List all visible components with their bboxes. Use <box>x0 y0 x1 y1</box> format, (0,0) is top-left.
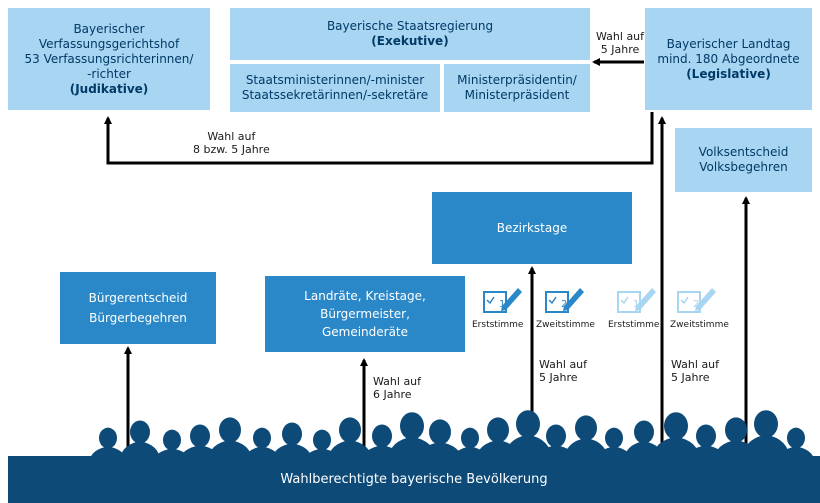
ballot-label: Erststimme <box>472 320 524 330</box>
ballot-number: 1 <box>633 299 639 310</box>
landtag-box: Bayerischer Landtag mind. 180 Abgeordnet… <box>645 8 812 110</box>
landtag-line1: Bayerischer Landtag <box>666 36 791 51</box>
kommunal-line1: Landräte, Kreistage, <box>304 289 426 303</box>
ballot-label: Erststimme <box>608 320 660 330</box>
label-wahl-5-bezirk-line1: Wahl auf <box>539 358 588 371</box>
ballot-label: Zweitstimme <box>536 320 595 330</box>
kommunal-line3: Gemeinderäte <box>321 325 409 339</box>
ministerpraesident-line2: Ministerpräsident <box>464 88 570 102</box>
verfassungsgericht-line1: Bayerischer <box>73 21 145 36</box>
kommunal-box: Landräte, Kreistage, Bürgermeister, Geme… <box>265 276 465 352</box>
label-wahl-6: Wahl auf 6 Jahre <box>373 375 421 401</box>
ballot-number: 1 <box>499 299 505 310</box>
verfassungsgericht-line3: 53 Verfassungsrichterinnen/ <box>24 51 194 66</box>
population-label: Wahlberechtigte bayerische Bevölkerung <box>280 472 548 487</box>
ministerpraesident-line1: Ministerpräsidentin/ <box>457 73 577 87</box>
volksentscheid-box: Volksentscheid Volksbegehren <box>675 128 812 192</box>
bezirkstage-box: Bezirkstage <box>432 192 632 264</box>
ballot-icon-3: 1 Erststimme <box>606 282 664 332</box>
label-wahl-5-landtag-line2: 5 Jahre <box>671 371 710 384</box>
ballot-pen-icon: 2 <box>545 288 584 313</box>
volksentscheid-line2: Volksbegehren <box>699 160 788 174</box>
staatsminister-line2: Staatssekretärinnen/-sekretäre <box>241 88 429 102</box>
verfassungsgericht-line2: Verfassungsgerichtshof <box>38 36 180 51</box>
staatsminister-line1: Staatsministerinnen/-minister <box>245 73 425 87</box>
label-wahl-8-5-line1: Wahl auf <box>207 130 256 143</box>
ministerpraesident-box: Ministerpräsidentin/ Ministerpräsident <box>444 64 590 112</box>
bezirkstage-line1: Bezirkstage <box>496 220 568 235</box>
label-wahl-8-5: Wahl auf 8 bzw. 5 Jahre <box>193 130 270 156</box>
arrow-landtag-to-verfassungsgericht <box>104 112 654 165</box>
label-wahl-5-landtag-line1: Wahl auf <box>671 358 720 371</box>
staatsminister-box: Staatsministerinnen/-minister Staatssekr… <box>230 64 440 112</box>
buergerentscheid-line1: Bürgerentscheid <box>88 291 188 305</box>
staatsregierung-line1: Bayerische Staatsregierung <box>326 19 494 33</box>
buergerentscheid-box: Bürgerentscheid Bürgerbegehren <box>60 272 216 344</box>
label-wahl-5-top-line2: 5 Jahre <box>600 43 640 56</box>
label-wahl-5-bezirk-line2: 5 Jahre <box>539 371 578 384</box>
label-wahl-5-top-line1: Wahl auf <box>596 30 645 43</box>
ballot-pen-icon: 2 <box>677 288 716 313</box>
label-wahl-5-top: Wahl auf 5 Jahre <box>596 30 644 56</box>
ballot-pen-icon: 1 <box>483 288 522 313</box>
landtag-line2: mind. 180 Abgeordnete <box>657 51 800 66</box>
label-wahl-8-5-line2: 8 bzw. 5 Jahre <box>193 143 270 156</box>
ballot-icon-4: 2 Zweitstimme <box>668 282 730 332</box>
ballot-number: 2 <box>561 299 567 310</box>
volksentscheid-line1: Volksentscheid <box>698 145 789 159</box>
population-band: Wahlberechtigte bayerische Bevölkerung <box>8 456 820 503</box>
ballot-pen-icon: 1 <box>617 288 656 313</box>
landtag-role: (Legislative) <box>686 66 771 81</box>
staatsregierung-role: (Exekutive) <box>371 34 449 48</box>
ballot-icon-2: 2 Zweitstimme <box>536 282 598 332</box>
verfassungsgericht-role: (Judikative) <box>69 81 149 96</box>
verfassungsgericht-box: Bayerischer Verfassungsgerichtshof 53 Ve… <box>8 8 210 110</box>
buergerentscheid-line2: Bürgerbegehren <box>89 311 187 325</box>
label-wahl-6-line1: Wahl auf <box>373 375 422 388</box>
ballot-number: 2 <box>693 299 699 310</box>
label-wahl-5-landtag: Wahl auf 5 Jahre <box>671 358 719 384</box>
staatsregierung-box: Bayerische Staatsregierung (Exekutive) <box>230 8 590 60</box>
verfassungsgericht-line4: -richter <box>87 66 131 81</box>
label-wahl-6-line2: 6 Jahre <box>373 388 412 401</box>
label-wahl-5-bezirk: Wahl auf 5 Jahre <box>539 358 587 384</box>
kommunal-line2: Bürgermeister, <box>320 307 410 321</box>
ballot-icon-1: 1 Erststimme <box>472 282 530 332</box>
ballot-label: Zweitstimme <box>670 320 729 330</box>
